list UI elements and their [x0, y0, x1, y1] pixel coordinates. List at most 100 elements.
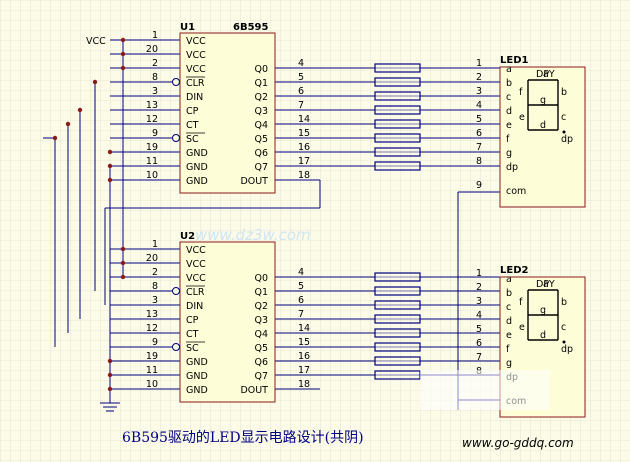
pin-name: GND [186, 371, 208, 382]
led-type: DPY [536, 279, 555, 290]
pin-number: 13 [146, 100, 158, 111]
pin-name: Q2 [254, 301, 268, 312]
vcc-label: VCC [86, 36, 106, 47]
pin-name: VCC [186, 64, 206, 75]
pin-name: Q6 [254, 148, 268, 159]
pin-number: 8 [152, 281, 158, 292]
pin-number: 11 [146, 156, 158, 167]
pin-number: 13 [146, 309, 158, 320]
inversion-bubble [172, 78, 180, 86]
pin-name: DOUT [240, 176, 268, 187]
pin-name: GND [186, 357, 208, 368]
segment-label: f [519, 297, 523, 308]
pin-number: 18 [298, 379, 310, 390]
pin-number: 2 [152, 267, 158, 278]
pin-name: SC [186, 134, 199, 145]
segment-label: b [561, 87, 567, 98]
pin-number: 10 [146, 379, 158, 390]
segment-label: c [561, 322, 566, 333]
pin-name: Q4 [254, 120, 268, 131]
led-pin-number: 8 [476, 156, 482, 167]
pin-name: Q4 [254, 329, 268, 340]
pin-name: Q0 [254, 64, 268, 75]
led-pin-number: 3 [476, 86, 482, 97]
pin-name: VCC [186, 259, 206, 270]
pin-number: 8 [152, 72, 158, 83]
junction-dot [92, 79, 98, 85]
pin-number: 14 [298, 114, 310, 125]
led-pin-number: 1 [476, 58, 482, 69]
pin-name: DIN [186, 301, 203, 312]
led-ref: LED1 [500, 55, 529, 66]
resistor-layer [374, 63, 421, 380]
pin-number: 4 [298, 58, 304, 69]
pin-number: 15 [298, 128, 310, 139]
led-pin-name: com [506, 186, 526, 197]
segment-label: a [543, 69, 549, 80]
led-type: DPY [536, 69, 555, 80]
junction-dot [120, 246, 126, 252]
led-pin-number: 4 [476, 310, 482, 321]
pin-number: 15 [298, 337, 310, 348]
led-pin-number: 2 [476, 282, 482, 293]
pin-name: Q2 [254, 92, 268, 103]
led-pin-number: 7 [476, 352, 482, 363]
led-pin-number: 5 [476, 324, 482, 335]
led-pin-name: e [506, 120, 512, 131]
junction-dot [107, 177, 113, 183]
website-text: www.go-gddq.com [462, 436, 574, 450]
chip-body [179, 32, 276, 194]
led-pin-name: a [506, 64, 512, 75]
pin-name: Q6 [254, 357, 268, 368]
junction-dot [52, 135, 58, 141]
segment-label: e [519, 322, 525, 333]
segment-label: e [519, 112, 525, 123]
pin-number: 5 [298, 281, 304, 292]
pin-number: 1 [152, 239, 158, 250]
pin-number: 20 [146, 253, 158, 264]
pin-number: 4 [298, 267, 304, 278]
pin-name: Q5 [254, 343, 268, 354]
pin-number: 16 [298, 351, 310, 362]
pin-number: 6 [298, 86, 304, 97]
pin-number: 7 [298, 309, 304, 320]
pin-number: 17 [298, 365, 310, 376]
led-pin-name: c [506, 302, 511, 313]
pin-name: VCC [186, 50, 206, 61]
led-pin-name: g [506, 148, 512, 159]
pin-number: 19 [146, 142, 158, 153]
pin-name: Q3 [254, 106, 268, 117]
pin-name: VCC [186, 36, 206, 47]
segment-label: f [519, 87, 523, 98]
junction-dot [120, 37, 126, 43]
pin-number: 6 [298, 295, 304, 306]
watermark-patch [420, 370, 550, 410]
pin-number: 11 [146, 365, 158, 376]
junction-dot [107, 372, 113, 378]
pin-name: Q3 [254, 315, 268, 326]
pin-number: 17 [298, 156, 310, 167]
pin-name: CP [186, 106, 199, 117]
junction-dot [107, 163, 113, 169]
segment-label: b [561, 297, 567, 308]
pin-name: Q7 [254, 162, 268, 173]
led-pin-number: 6 [476, 338, 482, 349]
junction-dot [107, 358, 113, 364]
segment-label: g [540, 95, 546, 106]
pin-name: VCC [186, 245, 206, 256]
led-pin-name: b [506, 78, 512, 89]
pin-name: CT [186, 329, 199, 340]
led-pin-number: 7 [476, 142, 482, 153]
pin-number: 19 [146, 351, 158, 362]
led-ref: LED2 [500, 265, 529, 276]
pin-number: 9 [152, 128, 158, 139]
segment-label: dp [561, 134, 573, 145]
inversion-bubble [172, 287, 180, 295]
segment-label: d [540, 120, 546, 131]
pin-name: GND [186, 162, 208, 173]
chip-ref: U1 [180, 22, 195, 33]
pin-number: 10 [146, 170, 158, 181]
pin-name: Q1 [254, 78, 268, 89]
led-pin-name: f [506, 344, 510, 355]
led-pin-name: d [506, 316, 512, 327]
